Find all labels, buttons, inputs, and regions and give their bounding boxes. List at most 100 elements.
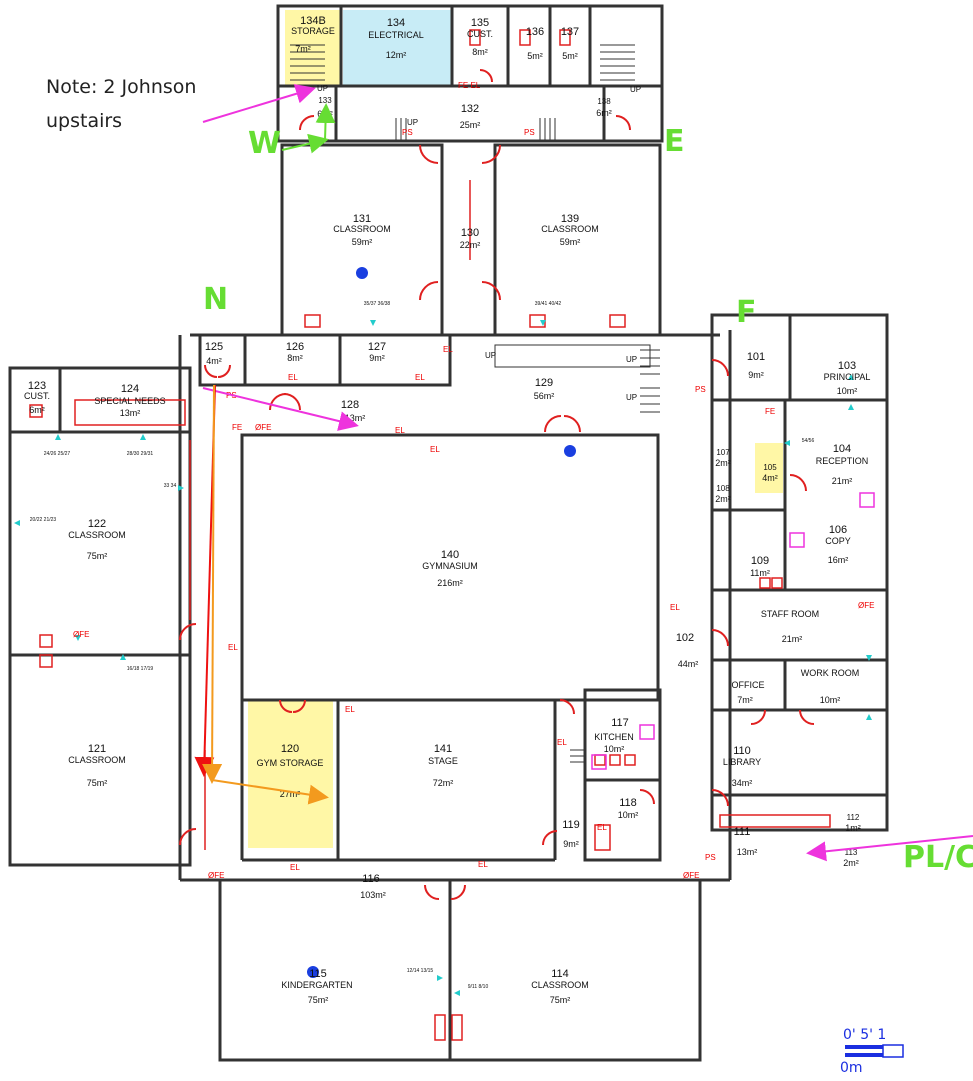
svg-text:CUST.: CUST. — [467, 29, 493, 39]
svg-text:KITCHEN: KITCHEN — [594, 732, 634, 742]
svg-text:105: 105 — [763, 463, 777, 472]
svg-text:COPY: COPY — [825, 536, 851, 546]
svg-text:107: 107 — [716, 448, 730, 457]
svg-text:EL: EL — [290, 863, 300, 872]
blue-markers — [307, 267, 576, 978]
svg-text:112: 112 — [847, 813, 860, 822]
svg-text:134B: 134B — [300, 15, 326, 27]
svg-text:CLASSROOM: CLASSROOM — [68, 755, 126, 765]
svg-text:6m²: 6m² — [29, 405, 45, 415]
svg-text:13m²: 13m² — [345, 413, 366, 423]
svg-text:12/14 13/15: 12/14 13/15 — [407, 968, 434, 974]
svg-text:129: 129 — [535, 377, 553, 389]
svg-text:119: 119 — [562, 819, 580, 831]
svg-text:122: 122 — [88, 518, 106, 530]
magenta-boxes — [591, 492, 875, 770]
svg-text:108: 108 — [716, 484, 730, 493]
svg-text:CLASSROOM: CLASSROOM — [541, 224, 599, 234]
svg-text:WORK ROOM: WORK ROOM — [801, 668, 860, 678]
plc-label: PL/C — [903, 840, 973, 875]
svg-text:SPECIAL NEEDS: SPECIAL NEEDS — [94, 396, 165, 406]
fixtures — [29, 29, 831, 1041]
svg-text:117: 117 — [611, 717, 629, 729]
room-105-fill — [755, 443, 783, 493]
note-text: Note: 2 Johnson upstairs — [46, 70, 196, 138]
svg-text:STAFF ROOM: STAFF ROOM — [761, 609, 819, 619]
svg-text:7m²: 7m² — [737, 695, 753, 705]
svg-text:103: 103 — [838, 360, 856, 372]
svg-text:136: 136 — [526, 26, 544, 38]
compass-e-label: E — [664, 124, 685, 159]
compass-n-label: N — [203, 282, 229, 317]
svg-text:FE: FE — [765, 407, 775, 416]
svg-text:20/22 21/23: 20/22 21/23 — [30, 517, 57, 523]
svg-text:GYMNASIUM: GYMNASIUM — [422, 561, 478, 571]
svg-text:EL: EL — [670, 603, 680, 612]
svg-text:ØFE: ØFE — [255, 423, 271, 432]
up-labels: UP UP UP UP UP UP — [317, 84, 641, 402]
svg-text:24/26 25/27: 24/26 25/27 — [44, 451, 71, 457]
svg-text:LIBRARY: LIBRARY — [723, 757, 761, 767]
svg-text:104: 104 — [833, 443, 851, 455]
scale-bar: 0' 5' 1 0m — [840, 1027, 904, 1076]
svg-text:121: 121 — [88, 743, 106, 755]
svg-text:EL: EL — [557, 738, 567, 747]
svg-text:75m²: 75m² — [87, 778, 108, 788]
svg-text:UP: UP — [407, 118, 418, 127]
gym-storage-fill — [248, 700, 333, 848]
svg-text:10m²: 10m² — [618, 810, 639, 820]
svg-text:PS: PS — [402, 128, 413, 137]
svg-text:EL: EL — [597, 823, 607, 832]
svg-text:11m²: 11m² — [750, 568, 770, 578]
svg-text:110: 110 — [733, 745, 751, 757]
svg-text:13m²: 13m² — [120, 408, 141, 418]
svg-text:0' 5' 1: 0' 5' 1 — [843, 1027, 886, 1043]
svg-text:FE: FE — [232, 423, 242, 432]
svg-text:EL: EL — [430, 445, 440, 454]
svg-text:125: 125 — [205, 341, 223, 353]
svg-text:120: 120 — [281, 743, 299, 755]
svg-text:EL: EL — [395, 426, 405, 435]
svg-text:9m²: 9m² — [563, 839, 579, 849]
svg-text:116: 116 — [362, 873, 380, 885]
svg-text:2m²: 2m² — [715, 458, 731, 468]
svg-text:UP: UP — [317, 84, 328, 93]
cyan-markers — [14, 320, 872, 996]
w-arrow — [281, 133, 329, 154]
svg-text:9m²: 9m² — [748, 370, 764, 380]
svg-text:54/56: 54/56 — [802, 438, 815, 444]
svg-text:7m²: 7m² — [295, 44, 311, 54]
note-line-1: Note: 2 Johnson — [46, 76, 197, 98]
svg-text:STORAGE: STORAGE — [291, 26, 335, 36]
svg-text:141: 141 — [434, 743, 452, 755]
svg-text:135: 135 — [471, 17, 489, 29]
note-line-2: upstairs — [46, 110, 123, 132]
svg-text:130: 130 — [461, 227, 479, 239]
svg-text:UP: UP — [630, 85, 641, 94]
svg-text:102: 102 — [676, 632, 694, 644]
svg-text:109: 109 — [751, 555, 769, 567]
svg-text:72m²: 72m² — [433, 778, 454, 788]
svg-text:RECEPTION: RECEPTION — [816, 456, 869, 466]
svg-text:56m²: 56m² — [534, 391, 555, 401]
svg-text:EL: EL — [478, 860, 488, 869]
svg-text:9m²: 9m² — [369, 353, 385, 363]
svg-text:75m²: 75m² — [550, 995, 571, 1005]
svg-text:EL: EL — [228, 643, 238, 652]
svg-text:GYM STORAGE: GYM STORAGE — [257, 758, 324, 768]
code-tags: FE EL PS PS EL EL EL PS FE ØFE EL EL PS … — [73, 81, 874, 880]
svg-text:10m²: 10m² — [820, 695, 841, 705]
svg-text:10m²: 10m² — [604, 744, 625, 754]
svg-text:12m²: 12m² — [386, 50, 407, 60]
svg-text:75m²: 75m² — [87, 551, 108, 561]
svg-text:KINDERGARTEN: KINDERGARTEN — [281, 980, 352, 990]
svg-text:STAGE: STAGE — [428, 756, 458, 766]
svg-text:139: 139 — [561, 213, 579, 225]
svg-text:EL: EL — [288, 373, 298, 382]
walls — [8, 4, 889, 1062]
svg-text:5m²: 5m² — [562, 51, 578, 61]
svg-text:ØFE: ØFE — [208, 871, 224, 880]
svg-text:EL: EL — [345, 705, 355, 714]
svg-text:CLASSROOM: CLASSROOM — [68, 530, 126, 540]
